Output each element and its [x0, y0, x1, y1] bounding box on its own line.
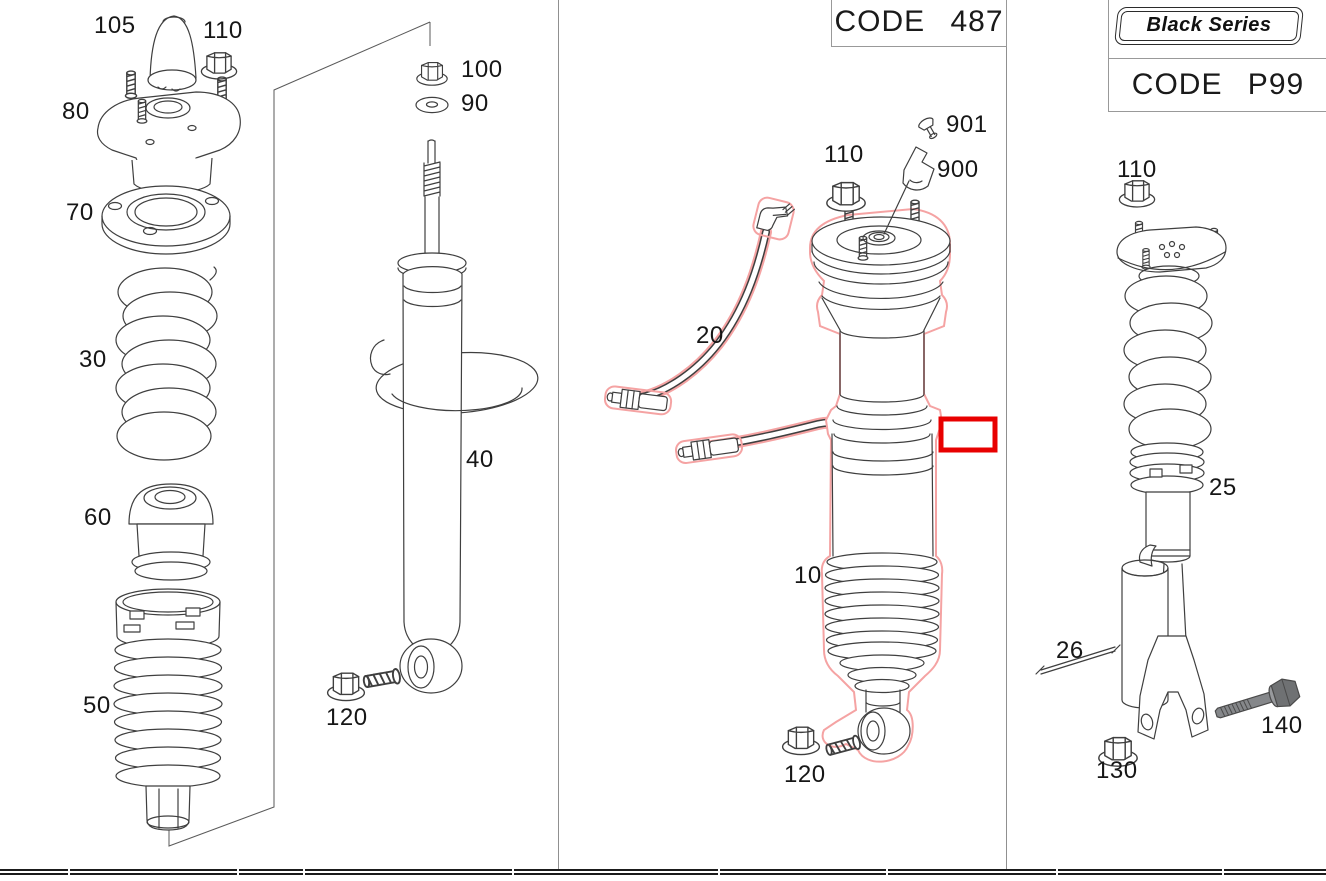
callout-40[interactable]: 40 [466, 446, 494, 473]
callout-120-a[interactable]: 120 [326, 704, 368, 731]
part-110-nut-right[interactable] [1118, 180, 1156, 208]
callout-130[interactable]: 130 [1096, 757, 1138, 784]
table-rule-gap [512, 869, 514, 877]
selection-highlight-rect [938, 416, 998, 453]
callout-60[interactable]: 60 [84, 504, 112, 531]
table-rule-gap [303, 869, 305, 877]
part-105-bump-stop[interactable] [147, 15, 197, 92]
callout-70[interactable]: 70 [66, 199, 94, 226]
part-110-nut-center[interactable] [826, 181, 866, 212]
table-rule-gap [237, 869, 239, 877]
callout-900[interactable]: 900 [937, 156, 979, 183]
part-50-dust-boot[interactable] [113, 588, 223, 831]
code-box-p99: CODE P99 [1108, 58, 1326, 112]
callout-90[interactable]: 90 [461, 90, 489, 117]
callout-25[interactable]: 25 [1209, 474, 1237, 501]
part-140-bolt[interactable] [1212, 676, 1301, 728]
callout-50[interactable]: 50 [83, 692, 111, 719]
callout-105[interactable]: 105 [94, 12, 136, 39]
black-series-text: Black Series [1146, 14, 1272, 36]
part-100-nut[interactable] [416, 62, 448, 86]
code-487-text: CODE 487 [834, 5, 1004, 38]
panel-divider-right [1006, 0, 1007, 870]
table-rule-gap [1056, 869, 1058, 877]
callout-120-b[interactable]: 120 [784, 761, 826, 788]
table-rule-gap [1222, 869, 1224, 877]
code-box-p99-left-border [1108, 0, 1109, 58]
callout-80[interactable]: 80 [62, 98, 90, 125]
part-90-washer[interactable] [415, 96, 449, 114]
panel-divider-left [558, 0, 559, 870]
table-rule-gap [886, 869, 888, 877]
callout-110-b[interactable]: 110 [824, 141, 864, 168]
group-bracket-panel [168, 21, 431, 847]
callout-26[interactable]: 26 [1056, 637, 1084, 664]
callout-110-c[interactable]: 110 [1117, 156, 1157, 183]
part-900-valve[interactable] [883, 146, 935, 235]
part-40-shock-absorber[interactable] [361, 139, 540, 694]
callout-140[interactable]: 140 [1261, 712, 1303, 739]
part-25-strut-assembly[interactable] [1116, 220, 1227, 740]
part-10-air-strut[interactable] [809, 199, 951, 763]
part-120-nut-center[interactable] [781, 726, 821, 756]
part-901-cap[interactable] [917, 116, 941, 142]
callout-30[interactable]: 30 [79, 346, 107, 373]
code-box-487: CODE 487 [831, 0, 1007, 47]
part-60-bump-stop[interactable] [128, 483, 214, 581]
table-rule-gap [68, 869, 70, 877]
table-rule-top [0, 869, 1326, 871]
part-30-coil-spring[interactable] [115, 266, 218, 461]
callout-110-a[interactable]: 110 [203, 17, 243, 44]
part-110-nut-left[interactable] [200, 52, 238, 80]
callout-901[interactable]: 901 [946, 111, 988, 138]
part-26-shim[interactable] [1035, 644, 1121, 675]
callout-20[interactable]: 20 [696, 322, 724, 349]
table-rule-gap [718, 869, 720, 877]
callout-10[interactable]: 10 [794, 562, 822, 589]
part-80-strut-mount[interactable] [96, 70, 241, 194]
table-rule-bottom [0, 873, 1326, 875]
part-120-nut-left[interactable] [326, 672, 366, 702]
black-series-badge: Black Series [1114, 7, 1304, 45]
part-70-spring-seat[interactable] [101, 185, 231, 255]
code-p99-text: CODE P99 [1131, 68, 1305, 101]
callout-100[interactable]: 100 [461, 56, 503, 83]
